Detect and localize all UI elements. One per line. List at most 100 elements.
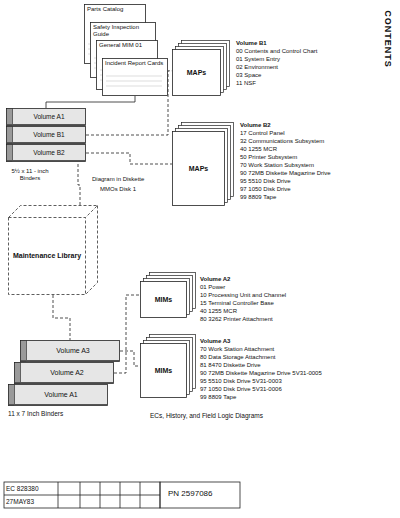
binder-edge xyxy=(21,360,119,361)
document-sheet: Incident Report Cards xyxy=(102,58,168,96)
box-top xyxy=(9,206,98,218)
binder-spine xyxy=(9,385,15,406)
volume-heading: Volume B2 xyxy=(240,122,271,129)
text-holder: Volume B1 xyxy=(14,126,84,144)
manual-stack: MAPs xyxy=(172,40,230,96)
front-page xyxy=(173,132,225,206)
section-entry: 95 5510 Disk Drive 5V31-0003 xyxy=(200,378,282,385)
binder-note: 11 x 7 Inch Binders xyxy=(8,410,63,417)
text-holder: MAPs xyxy=(172,49,221,96)
binder-volume: Volume A1 xyxy=(8,384,108,406)
section-entry: 70 Work Station Attachment xyxy=(200,346,274,353)
page-tab: CONTENTS xyxy=(382,7,392,71)
section-entry: 40 1255 MCR xyxy=(240,146,277,153)
connector-line xyxy=(46,96,135,108)
node-label: Safety Inspection Guide xyxy=(93,24,153,37)
text-holder: Volume A3 xyxy=(28,340,118,362)
section-entry: 32 Communications Subsystem xyxy=(240,138,324,145)
node-label: Volume A1 xyxy=(44,391,77,399)
binder-spine xyxy=(15,363,21,384)
section-entry: 11 NSF xyxy=(236,80,256,87)
section-entry: 17 Control Panel xyxy=(240,130,285,137)
node-label: MAPs xyxy=(187,69,206,77)
volume-heading: Volume B1 xyxy=(236,40,267,47)
text-holder: Volume A1 xyxy=(14,108,84,126)
section-entry: 10 Processing Unit and Channel xyxy=(200,292,286,299)
binder-edge xyxy=(7,124,85,125)
node-label: Incident Report Cards xyxy=(105,60,163,67)
binder-volume: Volume B2 xyxy=(6,144,86,162)
text-rule xyxy=(106,81,162,82)
section-entry: 80 Data Storage Attachment xyxy=(200,354,275,361)
binder-edge xyxy=(15,382,113,383)
text-holder: Volume B2 xyxy=(14,144,84,162)
section-entry: 90 72MB Diskette Magazine Drive xyxy=(240,170,331,177)
part-number: PN 2597086 xyxy=(168,490,212,499)
binder-body xyxy=(7,145,86,162)
shape-outline xyxy=(140,272,196,318)
text-holder: MAPs xyxy=(172,131,225,206)
text-holder: Incident Report Cards xyxy=(105,60,165,94)
binder-volume: Volume A2 xyxy=(14,362,114,384)
section-entry: 99 8809 Tape xyxy=(240,194,276,201)
connector-line xyxy=(86,153,172,164)
section-entry: 00 Contents and Control Chart xyxy=(236,48,317,55)
node-label: Volume A2 xyxy=(50,369,83,377)
diskette-note: MMOs Disk 1 xyxy=(100,186,136,193)
section-entry: 03 Space xyxy=(236,72,261,79)
table-cell: EC 828380 xyxy=(6,485,39,492)
section-entry: 81 8470 Diskette Drive xyxy=(200,362,261,369)
section-entry: 99 8809 Tape xyxy=(200,394,236,401)
manual-stack: MIMs xyxy=(140,334,196,398)
shape-outline xyxy=(8,205,98,295)
text-holder: MIMs xyxy=(140,343,187,398)
binder-volume: Volume B1 xyxy=(6,126,86,144)
section-entry: 15 Terminal Controller Base xyxy=(200,300,274,307)
front-page xyxy=(173,50,221,96)
box-side xyxy=(86,206,98,295)
text-holder: Maintenance Library xyxy=(8,217,86,295)
manual-stack: MIMs xyxy=(140,272,196,318)
node-label: Parts Catalog xyxy=(87,6,123,13)
binder-spine xyxy=(7,109,13,126)
binder-body xyxy=(7,127,86,144)
text-rule xyxy=(106,76,162,77)
shape-outline xyxy=(140,334,196,398)
node-label: Volume B2 xyxy=(33,149,64,156)
contents-note: ECs, History, and Field Logic Diagrams xyxy=(150,412,263,419)
section-entry: 90 72MB Diskette Magazine Drive 5V31-000… xyxy=(200,370,322,377)
shape-outline xyxy=(172,122,234,206)
node-label: Volume A3 xyxy=(56,347,89,355)
connector-line xyxy=(78,162,80,205)
node-label: Volume B1 xyxy=(33,131,64,138)
binder-note: 5½ x 11 - inch Binders xyxy=(6,168,54,181)
node-label: MIMs xyxy=(155,367,173,375)
binder-spine xyxy=(7,127,13,144)
binder-body xyxy=(7,109,86,126)
section-entry: 80 3262 Printer Attachment xyxy=(200,316,273,323)
section-entry: 97 1050 Disk Drive 5V31-0006 xyxy=(200,386,282,393)
binder-edge xyxy=(7,142,85,143)
section-entry: 01 System Entry xyxy=(236,56,280,63)
section-entry: 97 1050 Disk Drive xyxy=(240,186,291,193)
section-entry: 50 Printer Subsystem xyxy=(240,154,297,161)
text-holder: Volume A2 xyxy=(22,362,112,384)
diskette-note: Diagram in Diskette xyxy=(92,176,144,183)
section-entry: 01 Power xyxy=(200,284,225,291)
binder-volume: Volume A3 xyxy=(20,340,120,362)
binder-body xyxy=(21,341,120,362)
node-label: Maintenance Library xyxy=(13,252,81,260)
binder-body xyxy=(9,385,108,406)
sheet-outline xyxy=(103,59,168,96)
volume-heading: Volume A3 xyxy=(200,338,230,345)
section-entry: 70 Work Station Subsystem xyxy=(240,162,314,169)
box-front xyxy=(9,218,86,295)
binder-spine xyxy=(7,145,13,162)
binder-volume: Volume A1 xyxy=(6,108,86,126)
text-holder: MIMs xyxy=(140,281,187,318)
section-entry: 95 5510 Disk Drive xyxy=(240,178,291,185)
node-label: MAPs xyxy=(189,165,208,173)
table-cell: 27MAY83 xyxy=(6,498,34,505)
revision-table xyxy=(4,482,240,508)
node-label: MIMs xyxy=(155,296,173,304)
